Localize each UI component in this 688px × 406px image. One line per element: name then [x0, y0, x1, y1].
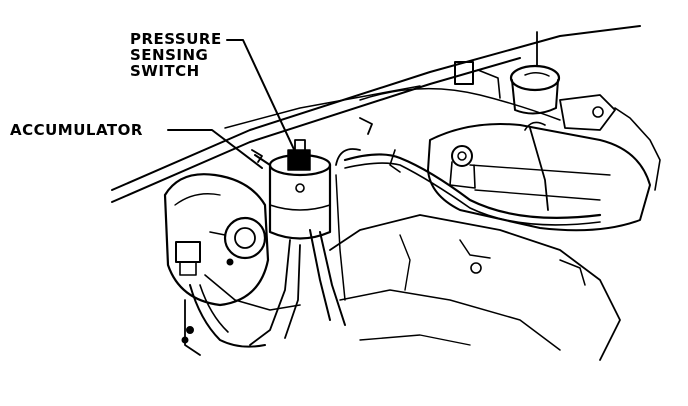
engine-block-lower — [339, 289, 561, 351]
engine-block — [329, 214, 621, 361]
pss-line-3: SWITCH — [130, 62, 200, 80]
blower-motor — [223, 216, 267, 260]
accumulator-label: ACCUMULATOR — [10, 121, 143, 139]
fender-edge — [111, 25, 641, 191]
accumulator-leader — [167, 129, 263, 169]
pss-line-1: PRESSURE — [130, 30, 222, 48]
accumulator-canister — [268, 163, 332, 240]
pressure-sensing-switch-label: PRESSURE SENSING SWITCH — [130, 31, 222, 79]
wiring-harness-upper — [359, 87, 561, 121]
pressure-switch-body — [287, 149, 311, 171]
pss-leader — [226, 39, 299, 159]
ac-line-1 — [309, 229, 331, 321]
blower-housing — [163, 173, 270, 307]
lower-hose — [189, 284, 266, 348]
breather-cap — [451, 145, 473, 167]
fender-edge-inner — [111, 57, 521, 203]
relay-box — [454, 61, 474, 85]
wiring-harness-main — [343, 153, 602, 219]
distributor-cap — [509, 64, 561, 92]
valve-cover — [427, 123, 651, 232]
connector-block — [175, 241, 201, 263]
cowl-line — [224, 85, 421, 129]
ac-line-2 — [319, 231, 346, 326]
pss-line-2: SENSING — [130, 46, 209, 64]
